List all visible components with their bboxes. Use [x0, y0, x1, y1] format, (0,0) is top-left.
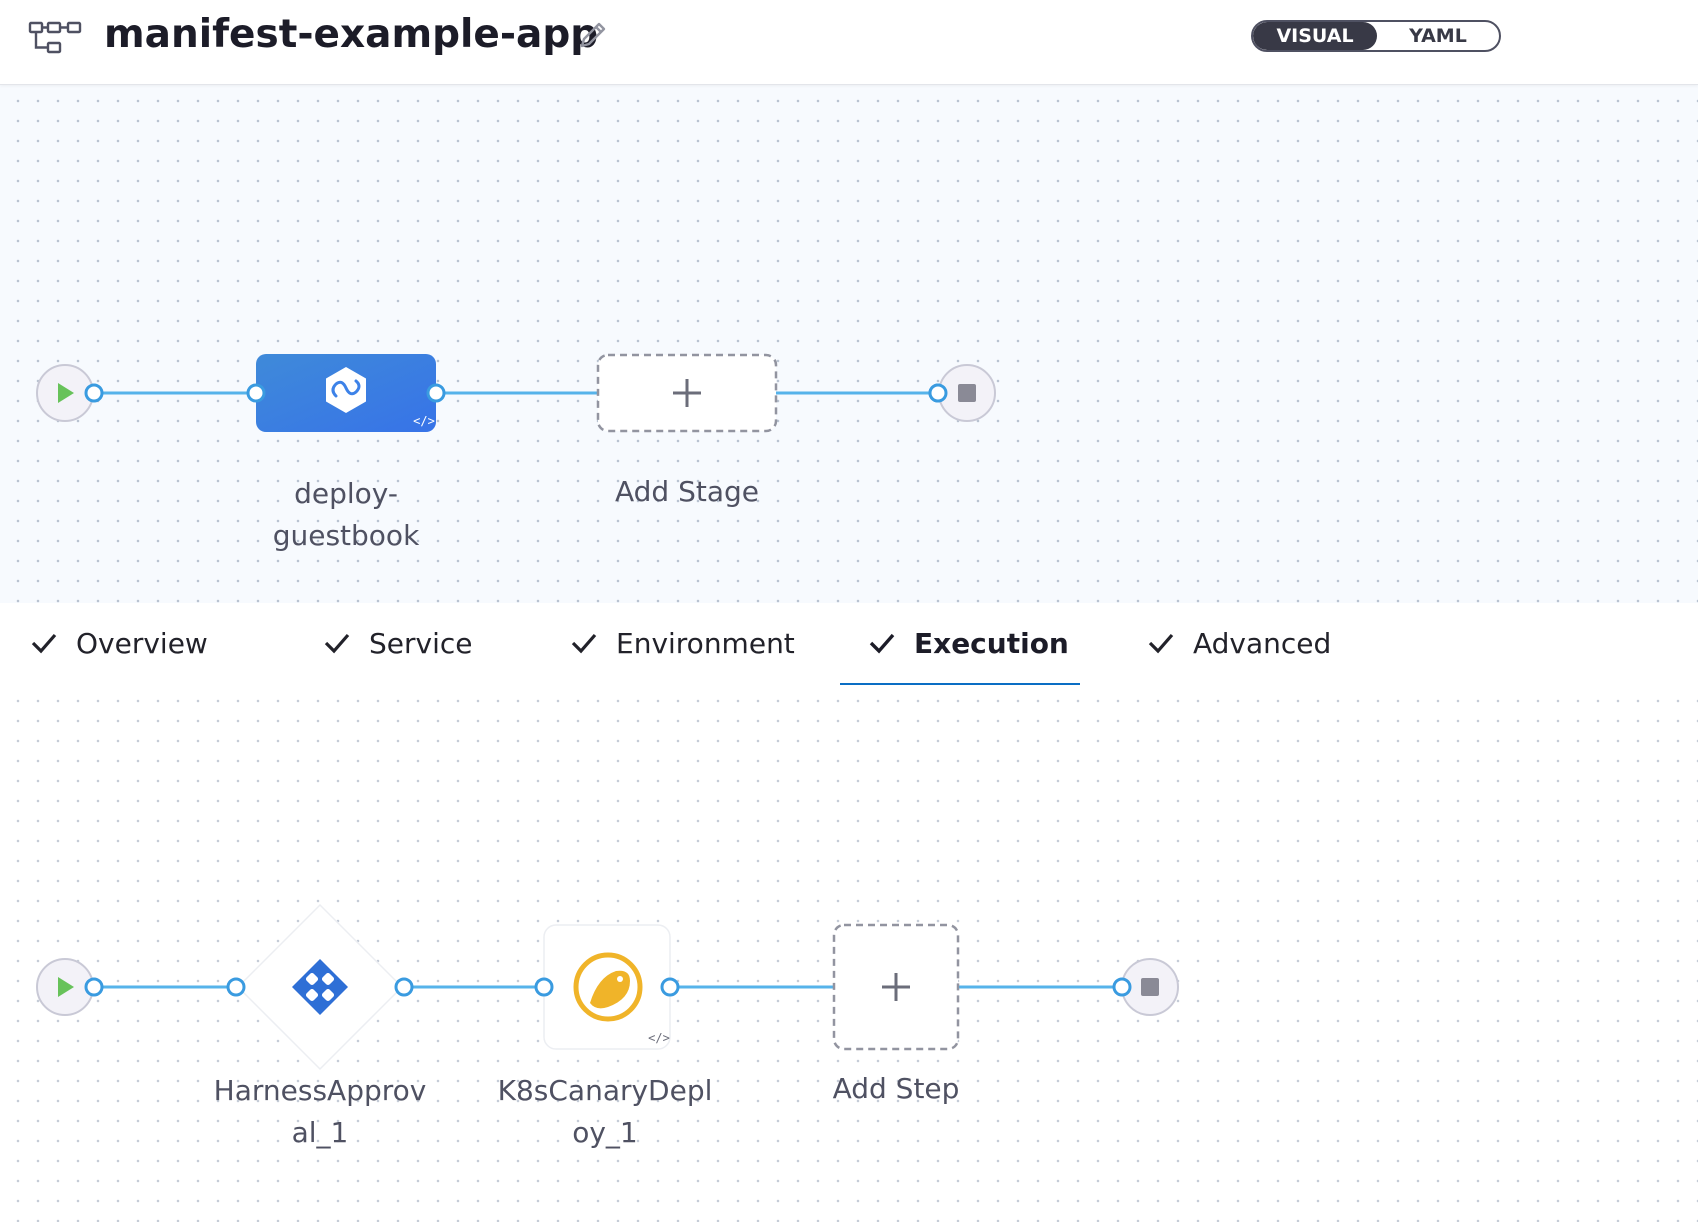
step-node-k8s-canary-deploy[interactable]: </> — [543, 924, 671, 1050]
add-stage-label: Add Stage — [614, 475, 760, 508]
step-name-line: K8sCanaryDepl — [497, 1074, 713, 1107]
step-name-line: HarnessApprov — [213, 1074, 427, 1107]
step-name-line: oy_1 — [572, 1116, 638, 1149]
yaml-code-icon: </> — [413, 414, 435, 428]
tab-label: Environment — [616, 627, 795, 660]
add-stage-button[interactable] — [596, 353, 778, 433]
tab-label: Advanced — [1193, 627, 1332, 660]
pipeline-end-node — [928, 364, 996, 422]
stop-icon — [1141, 978, 1159, 996]
tab-label: Service — [369, 627, 473, 660]
pipeline-header: manifest-example-app VISUAL YAML — [0, 0, 1698, 85]
canary-bird-icon — [573, 952, 643, 1022]
stop-icon — [958, 384, 976, 402]
step-name-label: HarnessApprov al_1 — [200, 1070, 440, 1154]
stage-config-tabs: Overview Service Environment Execution A… — [0, 603, 1698, 687]
view-mode-toggle[interactable]: VISUAL YAML — [1251, 20, 1501, 52]
execution-flow-diagram: </> — [36, 903, 1179, 1071]
stage-name-line: deploy- — [294, 477, 398, 510]
connector-port — [226, 977, 246, 997]
pencil-edit-icon[interactable] — [576, 18, 610, 52]
execution-step-canvas[interactable]: </> HarnessApprov al_1 K8sCanaryDepl oy_… — [0, 685, 1698, 1222]
step-name-label: K8sCanaryDepl oy_1 — [485, 1070, 725, 1154]
plus-icon — [882, 973, 910, 1001]
execution-end-node — [1121, 958, 1179, 1016]
pipeline-icon — [28, 21, 82, 54]
yaml-view-button[interactable]: YAML — [1409, 25, 1467, 47]
tab-label: Execution — [914, 627, 1069, 660]
connector-port — [660, 977, 680, 997]
stage-name-label: deploy- guestbook — [236, 473, 456, 557]
stage-name-line: guestbook — [272, 519, 420, 552]
harness-approval-icon — [292, 959, 348, 1015]
connector-port — [534, 977, 554, 997]
check-icon — [324, 633, 350, 654]
step-node-harness-approval[interactable] — [236, 903, 404, 1071]
connector-port — [84, 383, 104, 403]
add-step-button[interactable] — [832, 923, 960, 1051]
stage-flow-diagram: </> — [36, 353, 996, 433]
connector-port — [394, 977, 414, 997]
stage-node-deploy-guestbook[interactable]: </> — [256, 354, 436, 432]
plus-icon — [673, 379, 701, 407]
connector-port — [426, 383, 446, 403]
deployment-stage-icon — [326, 367, 366, 413]
play-icon — [58, 383, 74, 403]
check-icon — [31, 633, 57, 654]
check-icon — [869, 633, 895, 654]
check-icon — [571, 633, 597, 654]
connector-port — [1112, 977, 1132, 997]
pipeline-stage-canvas[interactable]: </> deploy- guestbook Add Stage — [0, 85, 1698, 603]
yaml-code-icon: </> — [648, 1031, 670, 1045]
page-title: manifest-example-app — [104, 12, 599, 57]
step-name-line: al_1 — [291, 1116, 349, 1149]
visual-view-button[interactable]: VISUAL — [1253, 22, 1377, 50]
check-icon — [1148, 633, 1174, 654]
play-icon — [58, 977, 74, 997]
connector-port — [246, 383, 266, 403]
add-step-label: Add Step — [832, 1072, 960, 1105]
tab-label: Overview — [76, 627, 208, 660]
connector-port — [84, 977, 104, 997]
